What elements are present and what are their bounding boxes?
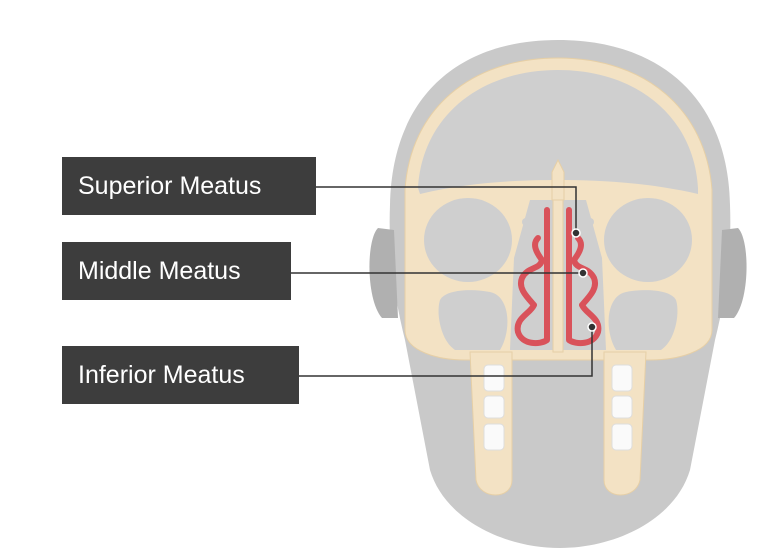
orbit-left bbox=[424, 198, 512, 282]
tooth bbox=[483, 423, 505, 451]
leader-inferior bbox=[299, 327, 593, 377]
tooth bbox=[611, 395, 633, 419]
teeth bbox=[483, 364, 633, 451]
label-superior-meatus: Superior Meatus bbox=[62, 157, 316, 215]
tooth bbox=[611, 364, 633, 392]
crista-galli bbox=[551, 158, 565, 201]
concha-left bbox=[514, 207, 550, 347]
leader-lines bbox=[291, 186, 597, 377]
tooth bbox=[483, 395, 505, 419]
marker-middle bbox=[578, 268, 588, 278]
label-middle-meatus: Middle Meatus bbox=[62, 242, 291, 300]
leader-superior bbox=[316, 186, 577, 233]
label-inferior-meatus: Inferior Meatus bbox=[62, 346, 299, 404]
ethmoid-air-cells bbox=[521, 218, 595, 251]
marker-inferior bbox=[587, 322, 597, 332]
ear-right bbox=[718, 228, 747, 318]
skull-bone bbox=[404, 57, 713, 496]
tooth bbox=[483, 364, 505, 392]
maxillary-sinus-left bbox=[438, 290, 508, 350]
nasal-conchae bbox=[514, 207, 602, 347]
tooth bbox=[611, 423, 633, 451]
marker-superior bbox=[571, 228, 581, 238]
orbit-right bbox=[604, 198, 692, 282]
maxillary-sinus-right bbox=[608, 290, 678, 350]
cranial-cavity bbox=[418, 70, 698, 194]
concha-right bbox=[566, 207, 602, 347]
nasal-septum bbox=[552, 199, 564, 353]
